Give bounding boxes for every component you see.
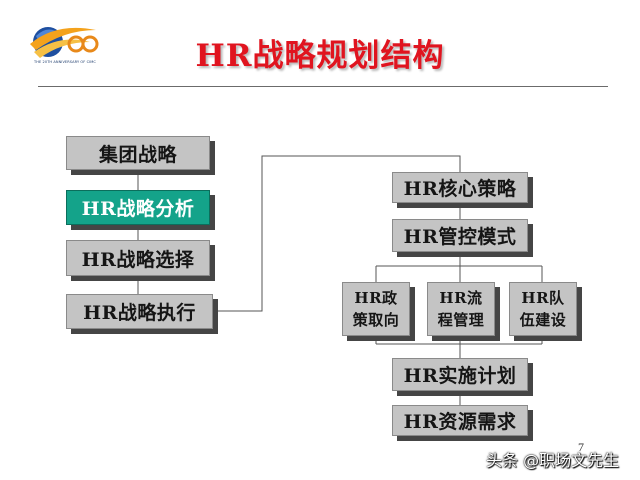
box-hr-implementation-plan: HR实施计划 (392, 358, 528, 391)
box-hr-core-strategy-label: HR核心策略 (403, 178, 517, 200)
box-hr-strategy-analysis: HR战略分析 (66, 190, 210, 225)
box-hr-strategy-execution: HR战略执行 (66, 294, 213, 329)
box-hr-core-strategy: HR核心策略 (392, 172, 528, 203)
box-hr-policy-orientation-line1: HR政 (354, 289, 398, 307)
box-hr-strategy-selection-label: HR战略选择 (81, 248, 195, 271)
box-hr-control-mode: HR管控模式 (392, 219, 528, 252)
connector-exec-to-core (213, 155, 461, 312)
box-hr-team-building-line2: 伍建设 (519, 311, 567, 329)
company-logo (30, 27, 99, 58)
box-group-strategy-label: 集团战略 (98, 143, 177, 166)
title-divider (38, 86, 608, 87)
box-hr-process-management: HR流 程管理 (427, 282, 495, 336)
box-hr-control-mode-label: HR管控模式 (403, 226, 517, 248)
box-hr-strategy-selection: HR战略选择 (66, 240, 210, 276)
box-hr-policy-orientation-line2: 策取向 (352, 311, 400, 329)
box-hr-implementation-plan-label: HR实施计划 (403, 365, 517, 387)
box-hr-strategy-execution-label: HR战略执行 (83, 302, 196, 324)
logo-number-0 (81, 35, 99, 53)
box-hr-policy-orientation: HR政 策取向 (342, 282, 410, 336)
page-title: HR战略规划结构 (195, 38, 445, 74)
page-number: 7 (578, 440, 584, 454)
box-hr-process-management-line1: HR流 (439, 289, 483, 307)
box-hr-team-building: HR队 伍建设 (509, 282, 577, 336)
box-hr-process-management-line2: 程管理 (437, 311, 485, 329)
logo-caption: THE 20TH ANNIVERSARY OF CIMC (34, 60, 96, 64)
box-hr-resource-demand: HR资源需求 (392, 405, 528, 436)
box-hr-team-building-line1: HR队 (521, 289, 565, 307)
box-hr-strategy-analysis-label: HR战略分析 (81, 198, 195, 220)
logo-swoosh (30, 27, 96, 50)
watermark: 头条 @职场文先生 (486, 451, 620, 470)
box-hr-resource-demand-label: HR资源需求 (403, 411, 517, 433)
box-group-strategy: 集团战略 (66, 136, 210, 170)
